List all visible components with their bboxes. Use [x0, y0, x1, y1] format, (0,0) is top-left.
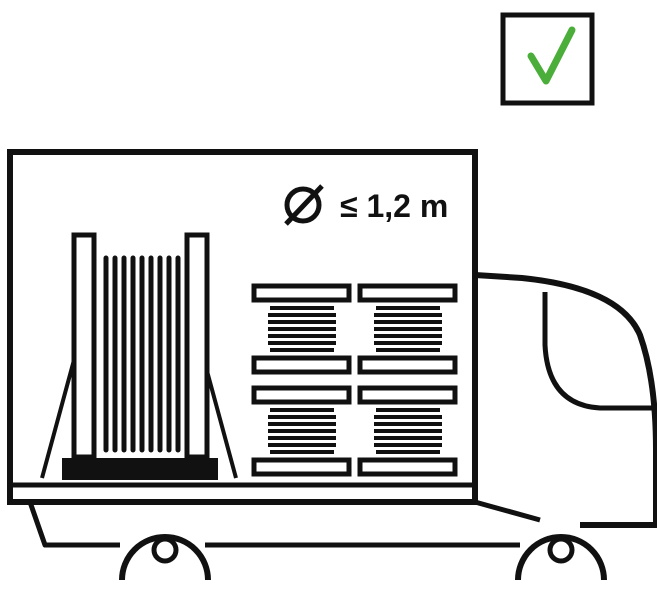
small-spool: [360, 388, 455, 474]
small-spool: [360, 286, 455, 372]
checkbox: [503, 15, 592, 103]
rear-wheel: [122, 537, 208, 580]
truck-cab: [475, 275, 656, 525]
diameter-value: ≤ 1,2 m: [340, 188, 448, 224]
checkbox-frame: [503, 15, 592, 103]
drum-flange-left: [74, 235, 94, 457]
large-cable-drum: [42, 235, 236, 480]
drum-flange-right: [187, 235, 207, 457]
front-wheel: [518, 537, 604, 580]
checkmark-icon: [531, 30, 572, 81]
diameter-label: ≤ 1,2 m: [286, 186, 448, 224]
truck-chassis: [30, 502, 520, 545]
cab-window: [545, 292, 656, 408]
drum-base: [62, 458, 218, 480]
small-spool: [254, 388, 349, 474]
drum-windings: [106, 258, 178, 450]
small-spool: [254, 286, 349, 372]
diameter-icon: [286, 186, 322, 224]
